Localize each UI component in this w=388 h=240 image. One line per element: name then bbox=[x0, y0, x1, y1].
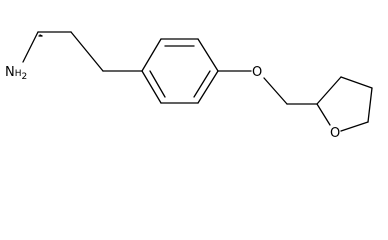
thf-bond-c5-o bbox=[340, 121, 369, 132]
amine-element: N bbox=[5, 65, 15, 80]
tetrahydrofuran-ring bbox=[316, 76, 373, 132]
ring-bond-4 bbox=[197, 70, 219, 104]
ring-bond-6 bbox=[141, 70, 162, 104]
bond-ch-amine bbox=[22, 31, 39, 63]
amine-label: NH2 bbox=[5, 65, 27, 82]
bond-ch-ch2 bbox=[70, 31, 104, 72]
ring-bond-1 bbox=[141, 38, 162, 72]
benzene-ring bbox=[141, 38, 219, 104]
ring-bond-3 bbox=[197, 38, 219, 72]
ring-oxygen-label: O bbox=[330, 126, 340, 141]
thf-bond-c4-c5 bbox=[367, 87, 373, 123]
ether-linkage bbox=[217, 70, 318, 105]
chemical-structure-diagram: NH2 O O bbox=[5, 31, 373, 141]
ring-double-bond-left bbox=[149, 70, 166, 98]
thf-bond-c2-c3 bbox=[316, 76, 342, 105]
thf-bond-o-c2 bbox=[316, 103, 331, 126]
ether-oxygen-label: O bbox=[252, 65, 262, 80]
amine-hydrogen-count: 2 bbox=[22, 72, 28, 82]
amine-hydrogen: H bbox=[15, 69, 22, 79]
bond-oxygen-ch2 bbox=[263, 77, 288, 105]
bond-ch-methyl bbox=[39, 34, 43, 37]
side-chain bbox=[22, 31, 143, 72]
ring-double-bond-right bbox=[193, 70, 211, 98]
thf-bond-c3-c4 bbox=[340, 76, 373, 89]
